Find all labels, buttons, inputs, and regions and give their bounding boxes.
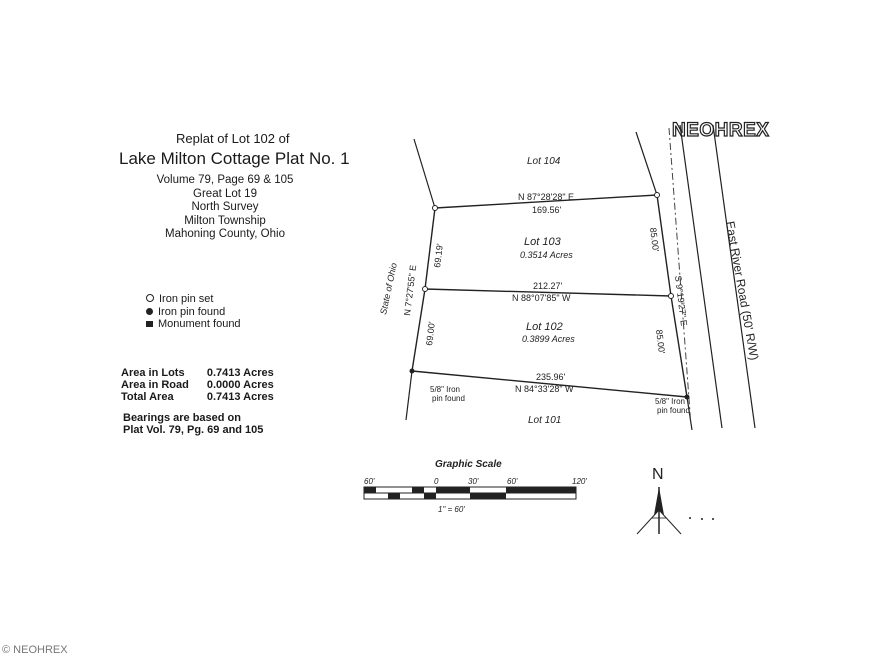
- info-line: Great Lot 19: [193, 187, 257, 200]
- scale-ratio: 1" = 60': [438, 505, 465, 514]
- bottom-bearing: N 84°33'28" W: [515, 384, 574, 394]
- state-label: State of Ohio: [378, 262, 399, 315]
- left-upper-distance: 69.19': [432, 243, 445, 269]
- iron-pin-set-icon: [146, 294, 154, 302]
- bottom-distance: 235.96': [536, 372, 566, 382]
- left-bearing: N 7°27'55" E: [402, 264, 418, 316]
- bearings-note: Bearings are based on Plat Vol. 79, Pg. …: [123, 412, 264, 436]
- top-bearing: N 87°28'28" E: [518, 192, 574, 202]
- pin-note-right-1: 5/8" Iron: [655, 397, 685, 406]
- pin-marker: [422, 286, 428, 292]
- plat-name: Lake Milton Cottage Plat No. 1: [119, 149, 350, 168]
- scale-tick: 0: [434, 477, 439, 486]
- road-centerline: [668, 127, 692, 427]
- pin-marker: [684, 394, 690, 400]
- pin-marker: [409, 368, 415, 374]
- lot103-label: Lot 103: [524, 236, 562, 248]
- lot-line-top: [434, 194, 658, 209]
- right-upper-distance: 85.00': [648, 227, 661, 253]
- legend-item: Monument found: [146, 318, 241, 331]
- lot-line-bottom: [411, 370, 688, 398]
- scale-tick: 120': [572, 477, 587, 486]
- scale-tick: 30': [468, 477, 479, 486]
- pin-marker: [654, 192, 660, 198]
- top-distance: 169.56': [532, 205, 562, 215]
- north-label: N: [652, 466, 664, 483]
- scale-tick: 60': [364, 477, 375, 486]
- lot-line-west-lower: [411, 288, 426, 372]
- lot-line-west-upper: [424, 207, 436, 290]
- lot-line-east-extension: [686, 396, 693, 431]
- info-line: Volume 79, Page 69 & 105: [156, 174, 294, 186]
- pin-note-left-2: pin found: [432, 394, 465, 403]
- pin-marker: [432, 205, 438, 211]
- lot-line-west-extension: [405, 370, 413, 421]
- pin-note-left-1: 5/8" Iron: [430, 385, 460, 394]
- legend: Iron pin set Iron pin found Monument fou…: [146, 293, 241, 331]
- lot-line-east-upper: [656, 194, 672, 297]
- right-bearing: S 9°19'27" E: [673, 275, 689, 326]
- legend-item: Iron pin found: [146, 306, 241, 319]
- scale-bar: [363, 486, 577, 500]
- replat-title: Replat of Lot 102 of: [176, 131, 290, 146]
- lot104-label: Lot 104: [527, 156, 561, 167]
- road-edge-east: [712, 124, 756, 429]
- lot-line-east-lower: [670, 295, 688, 398]
- plat-info: Volume 79, Page 69 & 105 Great Lot 19 No…: [150, 174, 300, 242]
- north-arrow-icon: [636, 487, 714, 535]
- info-line: Mahoning County, Ohio: [165, 228, 285, 240]
- lot102-acres: 0.3899 Acres: [522, 334, 575, 344]
- lot104-side-line: [413, 138, 436, 209]
- lot103-acres: 0.3514 Acres: [520, 250, 573, 260]
- lot104-side-line-east: [635, 131, 658, 196]
- lot102-label: Lot 102: [526, 321, 563, 333]
- pin-marker: [668, 293, 674, 299]
- mid-distance: 212.27': [533, 281, 563, 291]
- right-lower-distance: 85.00': [654, 329, 667, 355]
- road-label: East River Road (50' R/W): [723, 220, 761, 361]
- info-line: Milton Township: [184, 214, 266, 227]
- watermark-footer: © NEOHREX: [2, 644, 68, 656]
- lot-line-middle: [424, 288, 672, 297]
- scale-tick: 60': [507, 477, 518, 486]
- left-lower-distance: 69.00': [424, 321, 437, 347]
- scale-title: Graphic Scale: [435, 459, 502, 470]
- road-edge-west: [679, 124, 723, 429]
- pin-note-right-2: pin found: [657, 406, 690, 415]
- watermark-logo: NEOHREX: [671, 119, 770, 141]
- legend-item: Iron pin set: [146, 293, 241, 306]
- monument-found-icon: [146, 321, 153, 327]
- lot101-label: Lot 101: [528, 415, 561, 426]
- iron-pin-found-icon: [146, 307, 153, 315]
- mid-bearing: N 88°07'85" W: [512, 293, 571, 303]
- info-line: North Survey: [191, 201, 259, 213]
